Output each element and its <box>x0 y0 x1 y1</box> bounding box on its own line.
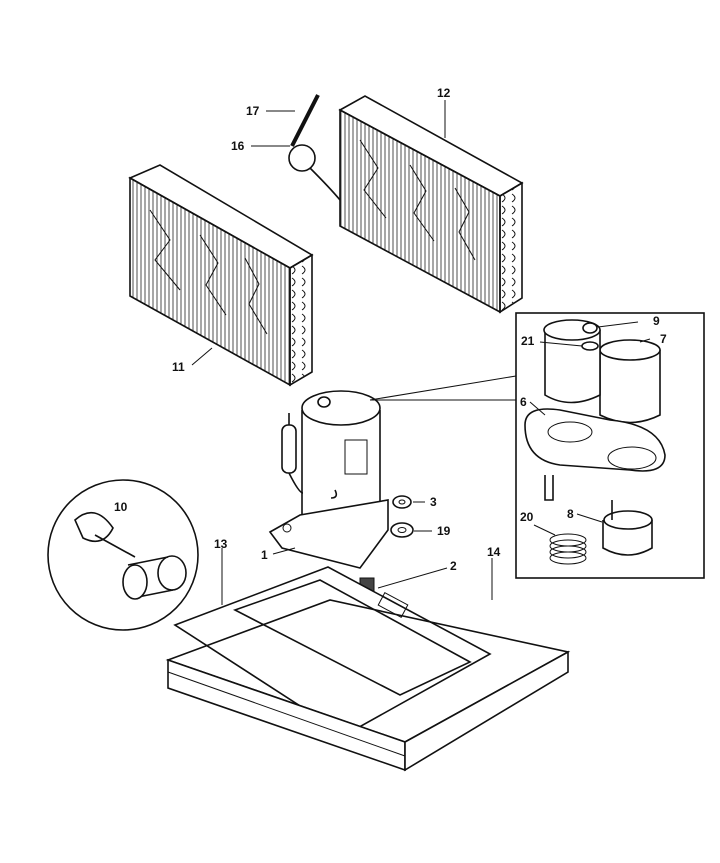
callout-12: 12 <box>437 86 451 100</box>
callout-9: 9 <box>653 314 660 328</box>
callout-20: 20 <box>520 510 534 524</box>
base-pan-13 <box>173 566 492 736</box>
callout-21: 21 <box>521 334 535 348</box>
base-pan-14 <box>165 599 571 772</box>
leader-lines <box>191 100 651 605</box>
evaporator-coil-12 <box>338 95 524 314</box>
spring-20 <box>549 533 587 565</box>
callout-10: 10 <box>114 500 128 514</box>
callout-11: 11 <box>172 360 185 374</box>
callout-17: 17 <box>246 104 260 118</box>
compressor-mount-1 <box>268 499 389 569</box>
callout-14: 14 <box>487 545 501 559</box>
capillary-tube-16 <box>288 144 341 201</box>
callout-6: 6 <box>520 395 527 409</box>
callout-2: 2 <box>450 559 457 573</box>
detail-circle-10 <box>47 479 199 631</box>
callout-3: 3 <box>430 495 437 509</box>
callout-1: 1 <box>261 548 268 562</box>
condenser-coil-11 <box>128 164 314 387</box>
inset-capacitor-detail <box>515 312 705 579</box>
callout-16: 16 <box>231 139 245 153</box>
callout-13: 13 <box>214 537 228 551</box>
callout-8: 8 <box>567 507 574 521</box>
sensing-bulb-17 <box>290 94 320 147</box>
nut-3 <box>392 495 412 509</box>
callout-7: 7 <box>660 332 667 346</box>
grommet-19 <box>390 522 414 538</box>
callout-19: 19 <box>437 524 451 538</box>
